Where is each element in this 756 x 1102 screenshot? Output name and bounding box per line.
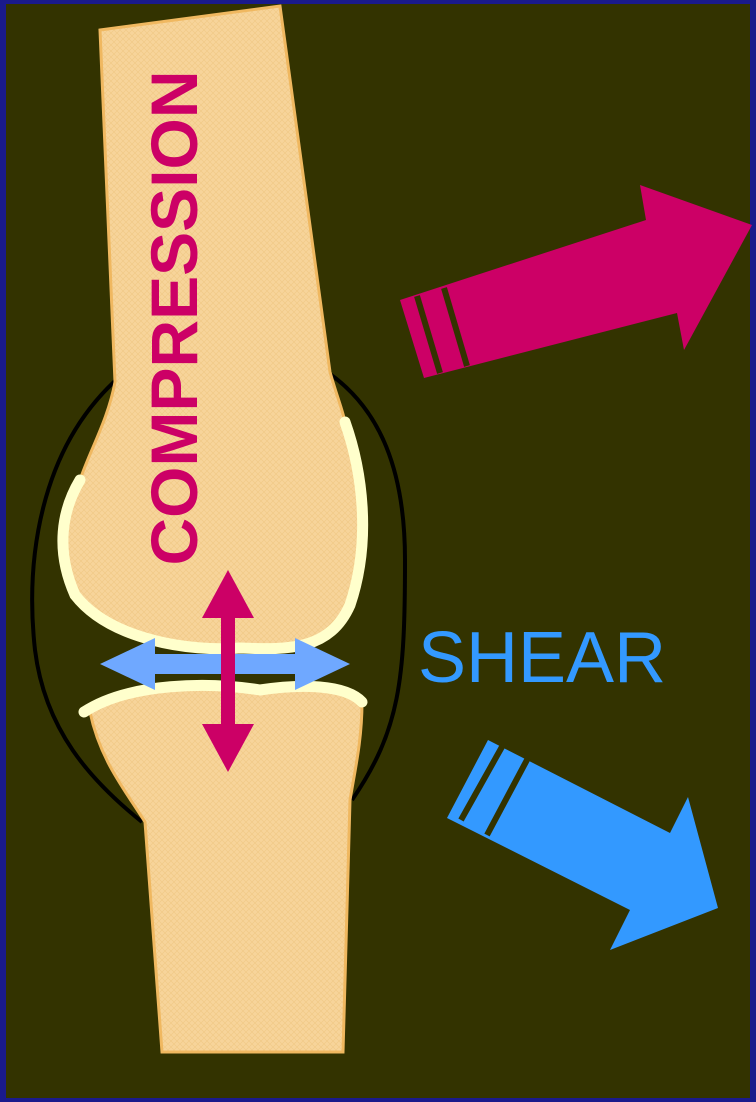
shear-label: SHEAR — [418, 618, 666, 698]
compression-label: COMPRESSION — [137, 70, 211, 565]
